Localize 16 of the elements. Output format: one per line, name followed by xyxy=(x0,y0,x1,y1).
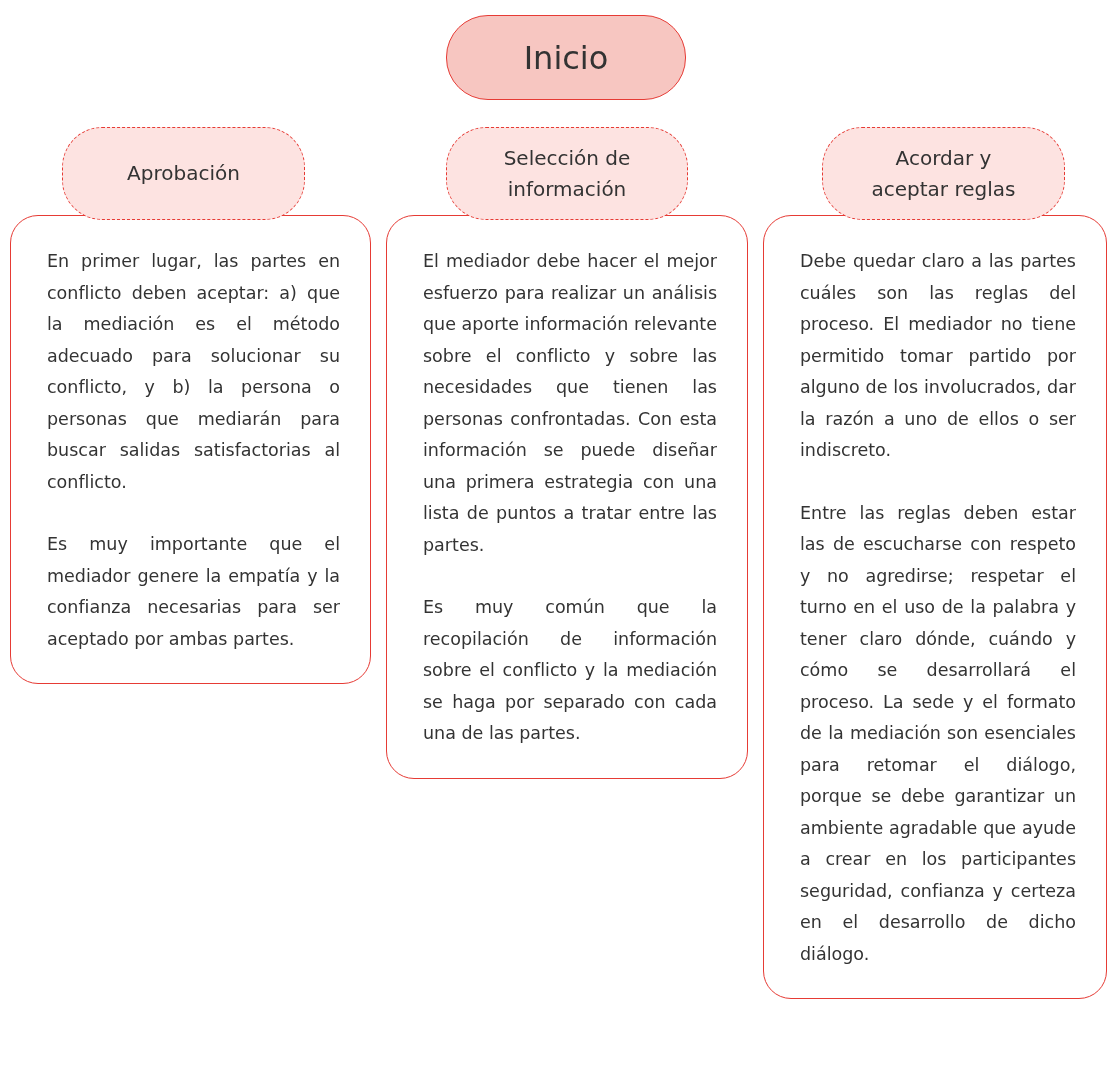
step-heading-pill xyxy=(62,127,305,220)
paragraph: Entre las reglas deben estar las de escucharse con respeto y no agredirse; respetar el turno en el uso de la palabra y tener claro dónde, cuándo y cómo se desarrollará el proceso. La sede y el formato de la mediación son esenciales para retomar el diálogo, porque se debe garantizar un ambiente agradable que ayude a crear en los participantes seguridad, confianza y certeza en el desarrollo de dicho diálogo. xyxy=(800,501,1076,966)
step-heading-pill xyxy=(446,127,688,220)
description-card xyxy=(763,215,1107,999)
heading-label: Acordar y aceptar reglas xyxy=(870,144,1017,203)
paragraph: Debe quedar claro a las partes cuáles son las reglas del proceso. El mediador no tiene permitido tomar partido por alguno de los involucrados, dar la razón a uno de ellos o ser indiscreto. xyxy=(800,250,1076,462)
paragraph: En primer lugar, las partes en conflicto deben aceptar: a) que la mediación es el método adecuado para solucionar su conflicto, y b) la persona o personas que mediarán para buscar salidas satisfactorias al conflicto. xyxy=(47,250,340,494)
step-heading-pill xyxy=(822,127,1065,220)
paragraph: Es muy común que la recopilación de información sobre el conflicto y la mediación se haga por separado con cada una de las partes. xyxy=(423,596,717,745)
start-label: Inicio xyxy=(523,38,609,77)
heading-label: Aprobación xyxy=(127,160,240,187)
heading-label: Selección de información xyxy=(502,144,632,203)
description-card xyxy=(386,215,748,779)
paragraph: Es muy importante que el mediador genere la empatía y la confianza necesarias para ser aceptado por ambas partes. xyxy=(47,533,340,651)
paragraph: El mediador debe hacer el mejor esfuerzo para realizar un análisis que aporte información relevante sobre el conflicto y sobre las necesidades que tienen las personas confrontadas. Con esta información se puede diseñar una primera estrategia con una lista de puntos a tratar entre las partes. xyxy=(423,250,717,557)
description-card xyxy=(10,215,371,684)
